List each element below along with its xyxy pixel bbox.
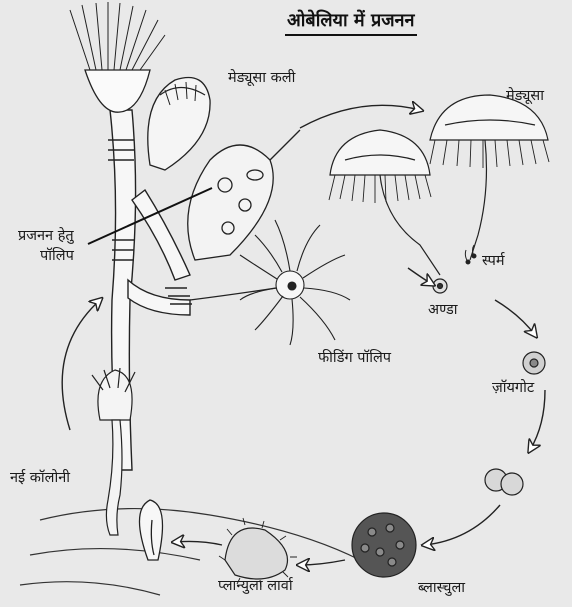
planula-larva [219, 518, 297, 587]
blastula [352, 513, 416, 577]
two-cell-stage [485, 469, 523, 495]
label-new-colony: नई कॉलोनी [10, 470, 70, 487]
label-planula-larva: प्लान्युला लार्वा [218, 578, 293, 595]
medusa-left [329, 130, 440, 275]
label-zygote: ज़ॉयगोट [492, 380, 534, 397]
egg-cell [433, 279, 447, 293]
medusa-bud [148, 78, 210, 171]
feeding-polyp-top [70, 2, 165, 112]
label-reproductive-polyp-line2: पॉलिप [40, 248, 74, 265]
label-medusa-bud: मेड्यूसा कली [228, 70, 295, 87]
label-medusa: मेड्यूसा [506, 88, 544, 105]
label-blastula: ब्लास्चुला [418, 580, 465, 597]
medusa-right [430, 95, 549, 260]
zygote-cell [523, 352, 545, 374]
label-reproductive-polyp-line1: प्रजनन हेतु [18, 228, 74, 245]
label-egg: अण्डा [428, 302, 457, 319]
diagram-title: ओबेलिया में प्रजनन [285, 8, 417, 36]
ground [20, 509, 360, 595]
label-feeding-polyp: फीडिंग पॉलिप [318, 350, 391, 367]
label-sperm: स्पर्म [482, 253, 505, 270]
